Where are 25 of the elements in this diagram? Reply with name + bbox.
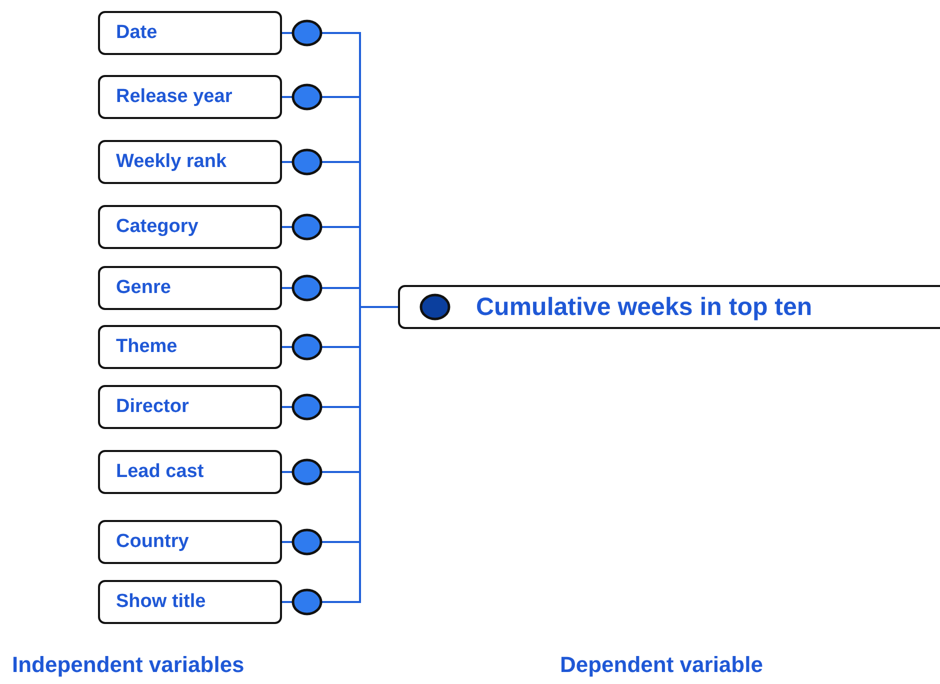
variable-label: Cumulative weeks in top ten (476, 292, 812, 322)
variable-label: Country (116, 531, 189, 553)
variable-label: Lead cast (116, 461, 204, 483)
variable-label: Weekly rank (116, 151, 227, 173)
variable-box (98, 450, 282, 494)
connector-line (282, 306, 398, 603)
variable-label: Release year (116, 86, 232, 108)
variable-box (98, 75, 282, 119)
variable-box (98, 266, 282, 310)
axis-caption: Independent variables (12, 652, 244, 678)
variable-label: Show title (116, 591, 206, 613)
variable-box (98, 520, 282, 564)
variable-label: Date (116, 22, 158, 44)
axis-caption: Dependent variable (560, 652, 763, 678)
variable-label: Category (116, 216, 198, 238)
variable-box (98, 140, 282, 184)
variable-label: Genre (116, 277, 171, 299)
variable-box (98, 580, 282, 624)
variable-box (98, 205, 282, 249)
variable-box (98, 325, 282, 369)
variable-label: Director (116, 396, 189, 418)
variable-label: Theme (116, 336, 178, 358)
dependent-variable-box (398, 285, 940, 329)
variable-box (98, 385, 282, 429)
variable-box (98, 11, 282, 55)
